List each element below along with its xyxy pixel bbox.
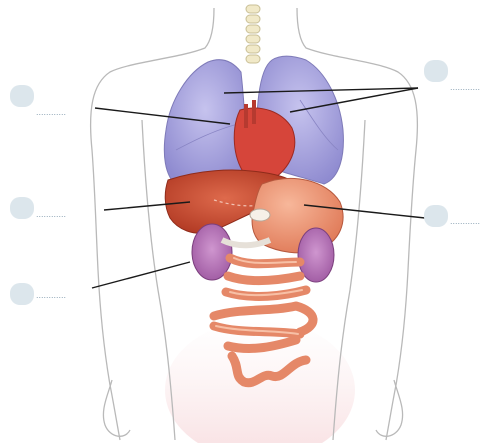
leader-line-kidney [92, 262, 190, 288]
label-box-right-middle [424, 205, 448, 227]
blank-label-left-upper: ............ [36, 107, 66, 117]
blank-label-left-lower: ............ [36, 290, 66, 300]
blank-label-left-middle: ............ [36, 209, 66, 219]
blank-label-right-upper: ............ [450, 82, 480, 92]
label-box-left-lower [10, 283, 34, 305]
blank-label-right-middle: ............ [450, 216, 480, 226]
pancreas [222, 240, 270, 245]
pancreas-detail [250, 209, 270, 221]
label-box-right-upper [424, 60, 448, 82]
left-kidney [192, 224, 232, 280]
label-box-left-middle [10, 197, 34, 219]
spine [246, 5, 260, 63]
left-lung [164, 60, 246, 185]
label-box-left-upper [10, 85, 34, 107]
